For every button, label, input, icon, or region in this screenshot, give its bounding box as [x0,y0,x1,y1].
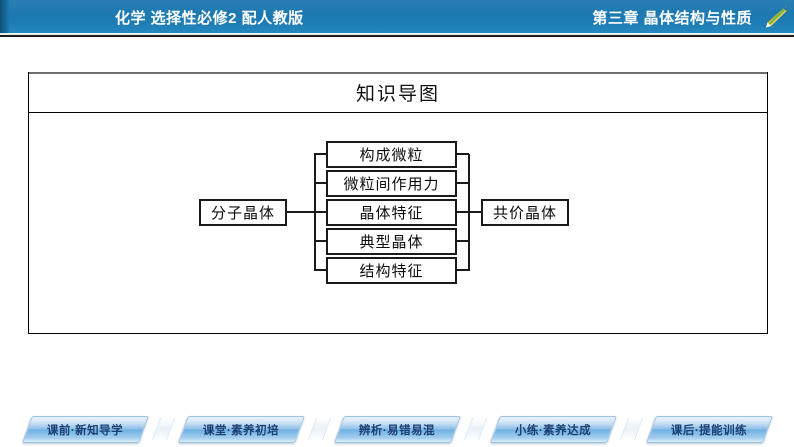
top-header-bar: 化学 选择性必修2 配人教版 第三章 晶体结构与性质 [0,0,794,33]
connector-left-stub-4 [314,269,327,271]
node-molecular-crystal[interactable]: 分子晶体 [199,199,287,226]
nav-button-label-1: 课堂·素养初培 [202,424,280,436]
nav-separator-0 [151,418,175,440]
nav-separator-2 [463,418,487,440]
node-mid-label-1: 微粒间作用力 [343,176,440,193]
connector-right-stub-1 [456,182,469,184]
nav-button-2[interactable]: 辨析·易错易混 [333,415,461,443]
node-typical-crystals[interactable]: 典型晶体 [326,228,457,255]
page-title: 知识导图 [355,84,440,105]
node-right-label: 共价晶体 [492,205,557,222]
header-subject-label: 化学 选择性必修2 配人教版 [115,10,304,27]
nav-button-label-4: 课后·提能训练 [670,424,748,436]
nav-button-1[interactable]: 课堂·素养初培 [177,415,305,443]
nav-button-0[interactable]: 课前·新知导学 [21,415,149,443]
header-chapter-label: 第三章 晶体结构与性质 [592,10,752,27]
connector-left-stub-0 [314,153,327,155]
content-panel: 知识导图 分子晶体 构成微粒 [28,72,768,334]
connector-left-stub-1 [314,182,327,184]
node-structural-features[interactable]: 结构特征 [326,257,457,284]
node-mid-label-0: 构成微粒 [359,147,424,164]
connector-right-stub-4 [456,269,469,271]
connector-left-stub-3 [314,240,327,242]
node-interparticle-force[interactable]: 微粒间作用力 [326,170,457,197]
knowledge-map-diagram: 分子晶体 构成微粒 微粒间作用力 晶体特征 典型晶体 结构特征 共价晶体 [29,113,769,334]
node-crystal-characteristics[interactable]: 晶体特征 [326,199,457,226]
bottom-navigation: 课前·新知导学 课堂·素养初培 辨析·易错易混 小练·素养达成 课后·提能训练 [0,415,794,443]
connector-right-stub-3 [456,240,469,242]
node-left-label: 分子晶体 [210,205,275,222]
connector-left-stub-2 [314,211,327,213]
node-mid-label-2: 晶体特征 [359,205,424,222]
node-constituent-particles[interactable]: 构成微粒 [326,141,457,168]
nav-separator-1 [307,418,331,440]
nav-button-label-3: 小练·素养达成 [514,424,592,436]
connector-right-stub-2 [456,211,469,213]
nav-button-label-2: 辨析·易错易混 [358,424,436,436]
node-mid-label-4: 结构特征 [359,263,424,280]
nav-separator-3 [619,418,643,440]
connector-right-stem [468,211,484,213]
nav-button-4[interactable]: 课后·提能训练 [645,415,773,443]
pencil-icon [766,5,788,28]
header-divider [0,33,794,37]
panel-title-bar: 知识导图 [29,72,767,113]
connector-left-stem [287,211,316,213]
nav-button-3[interactable]: 小练·素养达成 [489,415,617,443]
connector-right-stub-0 [456,153,469,155]
node-mid-label-3: 典型晶体 [359,234,424,251]
nav-button-label-0: 课前·新知导学 [46,424,124,436]
node-covalent-crystal[interactable]: 共价晶体 [481,199,569,226]
panel-body: 分子晶体 构成微粒 微粒间作用力 晶体特征 典型晶体 结构特征 共价晶体 [29,113,767,334]
